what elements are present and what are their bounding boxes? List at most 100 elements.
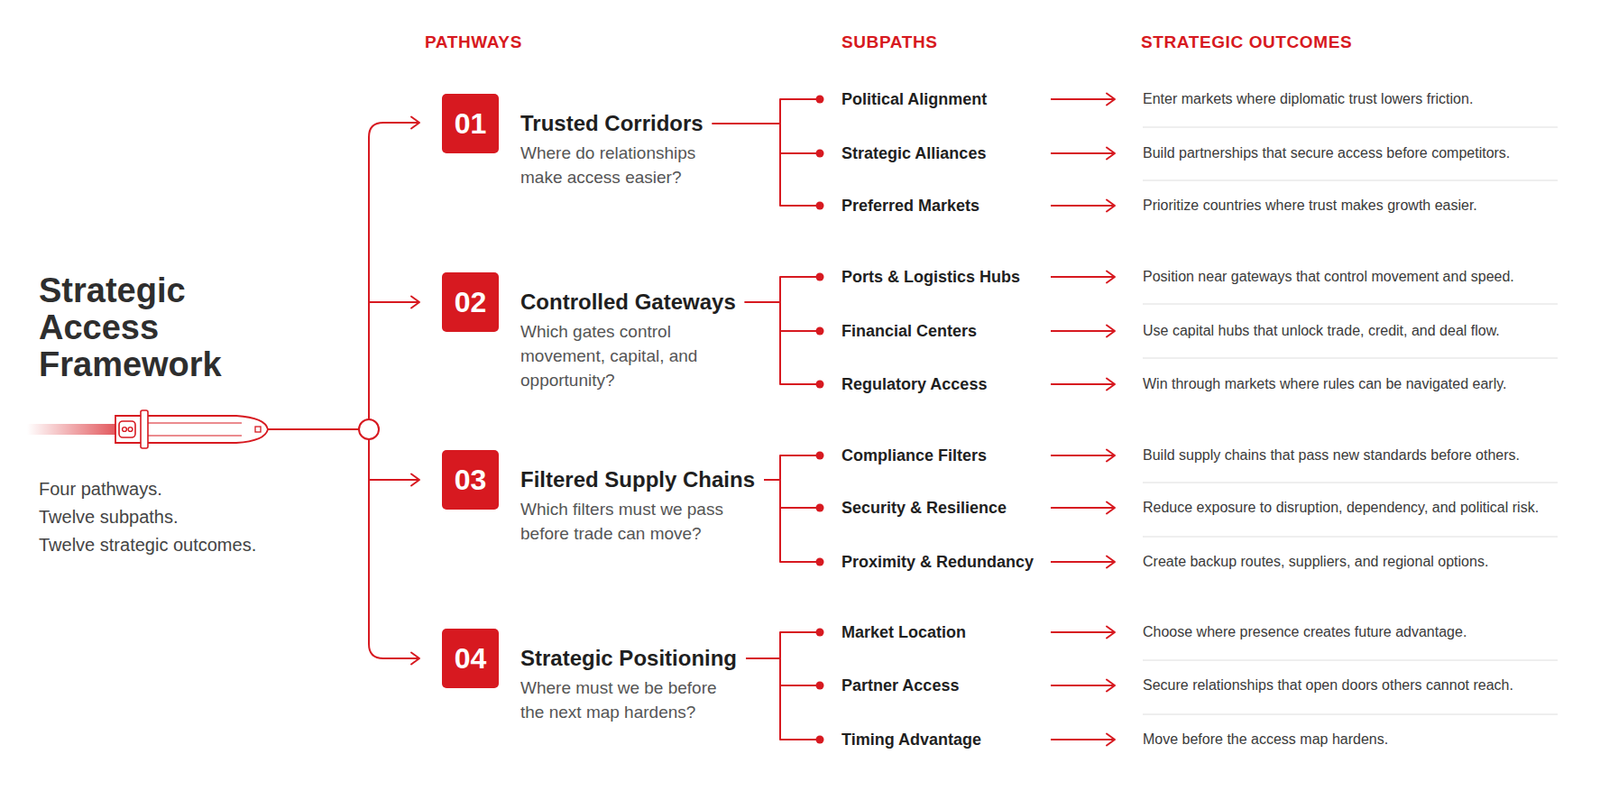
- rocket-icon: [27, 410, 268, 449]
- subpath-item: Partner Access: [819, 673, 1051, 698]
- trunk-branch: [368, 439, 420, 659]
- strategic-outcome: Win through markets where rules can be n…: [1115, 373, 1507, 396]
- branch-dot: [816, 681, 825, 690]
- branch-dot: [816, 327, 825, 336]
- row-separator: [1142, 127, 1558, 129]
- subpath-item: Compliance Filters: [819, 443, 1051, 468]
- outcome-text: Build supply chains that pass new standa…: [1142, 444, 1520, 467]
- subpath-label: Strategic Alliances: [841, 141, 986, 166]
- outcome-text: Build partnerships that secure access be…: [1142, 142, 1510, 165]
- pathway-number: 02: [454, 285, 488, 319]
- pathway-number-badge: 02: [441, 272, 499, 332]
- subpath-item: Ports & Logistics Hubs: [819, 265, 1051, 289]
- pathway-number-badge: 04: [441, 628, 499, 689]
- branch-connector: [744, 302, 820, 332]
- column-header: STRATEGIC OUTCOMES: [1140, 31, 1352, 54]
- subpath-label: Preferred Markets: [841, 193, 980, 218]
- motion-streak: [27, 423, 120, 435]
- outcome-text: Create backup routes, suppliers, and reg…: [1142, 551, 1489, 573]
- outcome-text: Secure relationships that open doors oth…: [1142, 674, 1514, 697]
- outcome-arrow: [1050, 275, 1115, 278]
- row-separator: [1142, 180, 1558, 182]
- trunk-branch: [368, 478, 420, 481]
- strategic-outcome: Create backup routes, suppliers, and reg…: [1115, 551, 1489, 573]
- row-separator: [1142, 303, 1558, 305]
- subpath-label: Regulatory Access: [841, 372, 987, 396]
- strategic-outcome: Build partnerships that secure access be…: [1115, 142, 1510, 165]
- pathway-number: 04: [454, 642, 488, 675]
- outcome-arrow: [1050, 506, 1115, 509]
- outcome-arrow: [1050, 560, 1115, 563]
- row-separator: [1142, 714, 1558, 716]
- rocket-line: [147, 422, 242, 423]
- outcome-arrow: [1050, 631, 1115, 634]
- branch-connector: [712, 99, 820, 124]
- subpath-label: Timing Advantage: [841, 727, 982, 752]
- subpath-item: Security & Resilience: [819, 496, 1051, 520]
- pathway-block: Filtered Supply ChainsWhich filters must…: [520, 466, 728, 546]
- strategic-outcome: Use capital hubs that unlock trade, cred…: [1115, 320, 1500, 342]
- outcome-text: Move before the access map hardens.: [1142, 728, 1389, 751]
- column-header: SUBPATHS: [841, 31, 938, 54]
- outcome-arrow: [1050, 383, 1115, 386]
- branch-dot: [816, 628, 825, 637]
- subpath-label: Financial Centers: [841, 319, 977, 343]
- rocket-tail: [119, 421, 136, 438]
- pathway-title: Strategic Positioning: [520, 644, 737, 672]
- rocket-dot: [128, 427, 133, 433]
- branch-connector: [712, 123, 820, 154]
- pathway-title: Trusted Corridors: [520, 110, 704, 138]
- branch-dot: [816, 504, 825, 513]
- pathway-number-badge: 01: [441, 93, 499, 154]
- branch-dot: [816, 558, 825, 567]
- column-header: PATHWAYS: [424, 31, 523, 54]
- branch-dot: [816, 273, 825, 282]
- branch-connector: [763, 479, 820, 562]
- branch-connector: [763, 455, 820, 480]
- pathway-question: Which gates control movement, capital, a…: [520, 319, 728, 393]
- outcome-text: Use capital hubs that unlock trade, cred…: [1142, 320, 1500, 342]
- row-separator: [1142, 536, 1558, 538]
- subpath-label: Political Alignment: [841, 87, 987, 111]
- outcome-text: Win through markets where rules can be n…: [1142, 373, 1507, 396]
- summary-line: Twelve strategic outcomes.: [38, 531, 257, 560]
- subpath-item: Proximity & Redundancy: [819, 550, 1051, 574]
- rocket-window: [255, 426, 261, 433]
- outcome-text: Position near gateways that control move…: [1142, 266, 1515, 288]
- trunk-lines: [267, 122, 420, 659]
- rocket-band: [140, 410, 148, 449]
- subpath-label: Compliance Filters: [841, 443, 987, 468]
- branch-connector: [745, 658, 820, 686]
- branch-connector: [712, 123, 820, 206]
- branch-dot: [816, 735, 825, 745]
- branch-dot: [816, 202, 825, 211]
- subpath-label: Proximity & Redundancy: [841, 550, 1034, 574]
- outcome-arrow: [1050, 684, 1115, 687]
- summary-line: Twelve subpaths.: [38, 503, 179, 532]
- summary-line: Four pathways.: [38, 475, 163, 504]
- outcome-arrow: [1050, 204, 1115, 207]
- subpath-label: Partner Access: [841, 673, 959, 698]
- rocket-dot: [122, 427, 128, 433]
- pathway-question: Which filters must we pass before trade …: [520, 496, 728, 546]
- pathway-question: Where must we be before the next map har…: [520, 675, 728, 725]
- branch-connector: [744, 276, 820, 303]
- pathway-block: Strategic PositioningWhere must we be be…: [520, 644, 728, 725]
- pathway-block: Trusted CorridorsWhere do relationships …: [520, 110, 728, 190]
- branch-dot: [816, 95, 825, 104]
- row-separator: [1142, 358, 1558, 359]
- pathway-number: 01: [454, 107, 488, 140]
- subpath-item: Timing Advantage: [819, 727, 1051, 752]
- strategic-outcome: Secure relationships that open doors oth…: [1115, 674, 1514, 697]
- subpath-item: Political Alignment: [819, 87, 1051, 111]
- outcome-text: Reduce exposure to disruption, dependenc…: [1142, 496, 1539, 519]
- outcome-arrow: [1050, 738, 1115, 741]
- trunk-line: [267, 428, 359, 431]
- strategic-outcome: Move before the access map hardens.: [1115, 728, 1389, 751]
- strategic-outcome: Position near gateways that control move…: [1115, 266, 1515, 288]
- outcome-arrow: [1050, 454, 1115, 457]
- outcome-text: Prioritize countries where trust makes g…: [1142, 194, 1478, 217]
- hub-circle: [358, 419, 379, 440]
- branch-connector: [745, 632, 820, 659]
- diagram-title: Strategic Access Framework: [38, 272, 247, 384]
